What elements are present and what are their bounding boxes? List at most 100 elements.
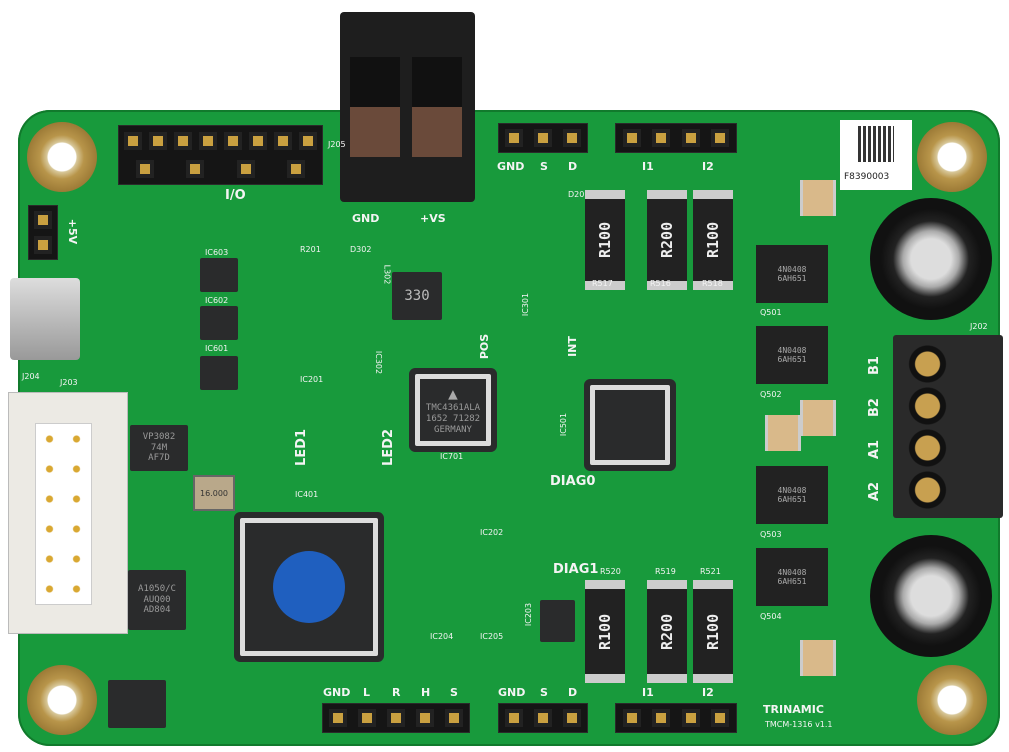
resistor-value: R100 [596, 613, 614, 650]
shunt-resistor-r521: R100 [693, 580, 733, 683]
label-int: INT [565, 336, 579, 357]
label-ic205: IC205 [480, 632, 504, 641]
header-gsd-top [498, 123, 588, 153]
label-ic601: IC601 [205, 344, 229, 353]
label-i1: I1 [642, 686, 654, 699]
label-i2: I2 [702, 686, 714, 699]
brand-label: TRINAMIC [763, 703, 824, 716]
label-ic501: IC501 [559, 412, 569, 437]
ic203-chip [540, 600, 575, 642]
chip-marking: 4N0408 [777, 265, 807, 274]
resistor-value: R200 [658, 613, 676, 650]
label-s: S [540, 686, 548, 699]
label-b1: B1 [866, 356, 882, 375]
power-connector [340, 12, 475, 202]
label-d: D [568, 160, 578, 173]
chip-marking: 6AH651 [777, 355, 807, 364]
inductor-marking: 330 [404, 287, 430, 304]
shunt-resistor-r519: R200 [647, 580, 687, 683]
capacitor [800, 400, 836, 436]
mounting-hole [27, 665, 97, 735]
label-gnd-power: GND [352, 212, 380, 225]
resistor-value: R100 [704, 613, 722, 650]
label-r520: R520 [600, 567, 621, 576]
label-ic602: IC602 [205, 296, 229, 305]
model-label: TMCM-1316 v1.1 [765, 720, 833, 729]
label-vs-power: +VS [420, 212, 446, 225]
label-a2: A2 [867, 481, 883, 502]
ic601-chip [200, 356, 238, 390]
label-diag1: DIAG1 [553, 562, 599, 577]
ic603-chip [200, 258, 238, 292]
label-gnd: GND [497, 160, 525, 173]
usb-connector[interactable] [10, 278, 80, 360]
mounting-hole [27, 122, 97, 192]
driver-ic501 [590, 385, 670, 465]
label-io: I/O [225, 188, 246, 203]
ic602-chip [200, 306, 238, 340]
label-j204: J204 [22, 372, 40, 381]
label-l302: L302 [382, 264, 392, 285]
header-i-bottom [615, 703, 737, 733]
capacitor [800, 180, 836, 216]
header-gsd-bottom [498, 703, 588, 733]
chip-marking: AF7D [148, 453, 170, 464]
chip-marking: 4N0408 [777, 568, 807, 577]
jumper-5v [28, 205, 58, 260]
shunt-resistor-r517: R100 [585, 190, 625, 290]
label-h: H [421, 686, 431, 699]
label-l: L [363, 686, 371, 699]
label-ic301: IC301 [521, 292, 531, 317]
chip-marking: AD804 [143, 605, 171, 616]
blue-dot-marker [273, 551, 345, 623]
label-led2: LED2 [381, 428, 397, 467]
label-j202: J202 [970, 322, 988, 331]
header-i-top [615, 123, 737, 153]
label-i1: I1 [642, 160, 654, 173]
label-ic203: IC203 [524, 602, 534, 627]
label-b2: B2 [866, 398, 882, 417]
label-ic202: IC202 [480, 528, 504, 537]
label-a1: A1 [867, 439, 883, 460]
mounting-hole [917, 122, 987, 192]
label-5v: +5V [66, 218, 80, 245]
label-d: D [568, 686, 578, 699]
motor-terminal-j202 [893, 335, 1003, 518]
label-r519: R519 [655, 567, 676, 576]
chip-marking: 4N0408 [777, 346, 807, 355]
label-ic401: IC401 [295, 490, 319, 499]
label-q501: Q501 [760, 308, 782, 317]
label-r516: R516 [650, 279, 671, 288]
chip-marking: 6AH651 [777, 274, 807, 283]
trinamic-logo-icon: ▲ [448, 384, 458, 404]
label-r518: R518 [702, 279, 723, 288]
chip-marking: 4N0408 [777, 486, 807, 495]
label-ic302: IC302 [374, 350, 384, 375]
chip-marking: 1652 71282 [425, 414, 481, 425]
resistor-value: R100 [596, 221, 614, 259]
header-glrhs-bottom [322, 703, 470, 733]
chip-marking: VP3082 [142, 431, 176, 442]
label-r: R [392, 686, 401, 699]
barcode-label: F8390003 [840, 120, 912, 190]
label-d302: D302 [350, 245, 372, 254]
inductor-chip: 330 [392, 272, 442, 320]
label-r201: R201 [300, 245, 321, 254]
chip-marking: AUQ00 [143, 594, 171, 605]
crystal-oscillator: 16.000 [193, 475, 235, 511]
label-j205: J205 [328, 140, 346, 149]
electrolytic-capacitor [870, 535, 992, 657]
label-s: S [540, 160, 548, 173]
label-r517: R517 [592, 279, 613, 288]
chip-marking: 74M [150, 442, 168, 453]
resistor-value: R100 [704, 221, 722, 259]
label-s: S [450, 686, 458, 699]
label-ic701: IC701 [440, 452, 464, 461]
label-gnd: GND [498, 686, 526, 699]
